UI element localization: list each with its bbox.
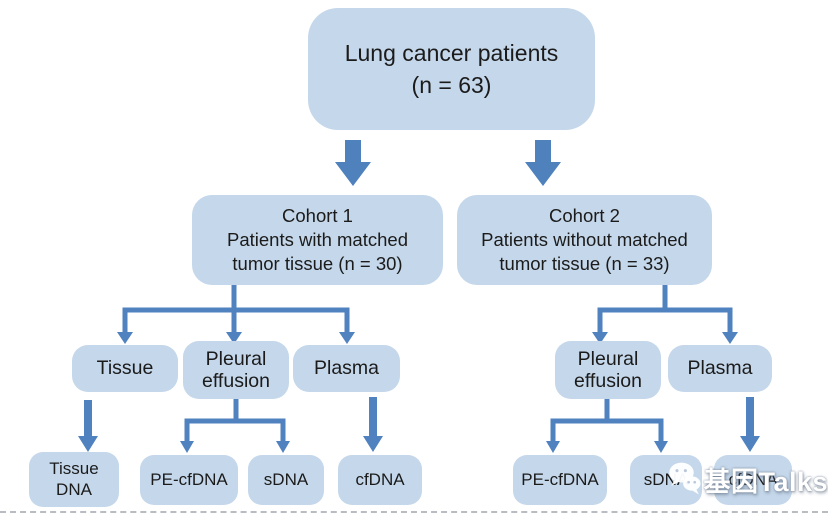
node-label: cfDNA <box>355 469 405 489</box>
node-line: Tissue <box>49 459 99 479</box>
arrow-plasma1-to-cfdna <box>363 397 383 452</box>
node-line: Cohort 2 <box>549 204 620 226</box>
node-line: effusion <box>202 370 270 392</box>
node-line: tumor tissue (n = 30) <box>232 253 403 275</box>
node-label: cfDNA <box>728 469 778 489</box>
node-plasma-1: Plasma <box>293 345 400 392</box>
connector-pleural2-split <box>546 396 668 453</box>
node-line: (n = 63) <box>411 72 492 98</box>
node-cohort1: Cohort 1 Patients with matched tumor tis… <box>192 195 443 285</box>
node-line: Pleural <box>205 347 267 370</box>
node-label: Plasma <box>687 356 753 379</box>
connector-pleural1-split <box>180 396 290 453</box>
node-label: PE-cfDNA <box>150 469 228 489</box>
node-lung-cancer-patients: Lung cancer patients (n = 63) <box>308 8 595 130</box>
node-tissue: Tissue <box>72 345 178 392</box>
node-tissue-dna: Tissue DNA <box>29 452 119 507</box>
node-label: Tissue <box>96 356 154 379</box>
node-pe-cfdna-2: PE-cfDNA <box>513 455 607 505</box>
node-line: DNA <box>56 479 92 499</box>
connector-cohort1-split <box>117 282 355 344</box>
node-cohort2: Cohort 2 Patients without matched tumor … <box>457 195 712 285</box>
node-pe-cfdna-1: PE-cfDNA <box>140 455 238 505</box>
node-label: sDNA <box>263 469 309 489</box>
node-plasma-2: Plasma <box>668 345 772 392</box>
node-line: Cohort 1 <box>282 204 353 226</box>
node-label: Plasma <box>313 356 380 379</box>
node-label: PE-cfDNA <box>521 469 599 489</box>
node-line: Lung cancer patients <box>344 39 559 66</box>
node-label: sDNA <box>643 469 689 489</box>
node-cfdna-1: cfDNA <box>338 455 422 505</box>
connector-cohort2-split <box>592 282 738 344</box>
node-line: Patients with matched <box>227 228 408 250</box>
node-pleural-effusion-2: Pleural effusion <box>555 341 661 399</box>
arrow-root-to-cohort1 <box>335 140 371 186</box>
node-cfdna-2: cfDNA <box>714 455 792 505</box>
arrow-tissue-to-tissuedna <box>78 400 98 452</box>
node-sdna-2: sDNA <box>630 455 702 505</box>
node-line: Patients without matched <box>481 228 688 250</box>
node-line: Pleural <box>577 347 639 370</box>
node-sdna-1: sDNA <box>248 455 324 505</box>
arrow-root-to-cohort2 <box>525 140 561 186</box>
node-line: tumor tissue (n = 33) <box>499 253 670 275</box>
node-line: effusion <box>574 370 642 392</box>
node-pleural-effusion-1: Pleural effusion <box>183 341 289 399</box>
arrow-plasma2-to-cfdna <box>740 397 760 452</box>
